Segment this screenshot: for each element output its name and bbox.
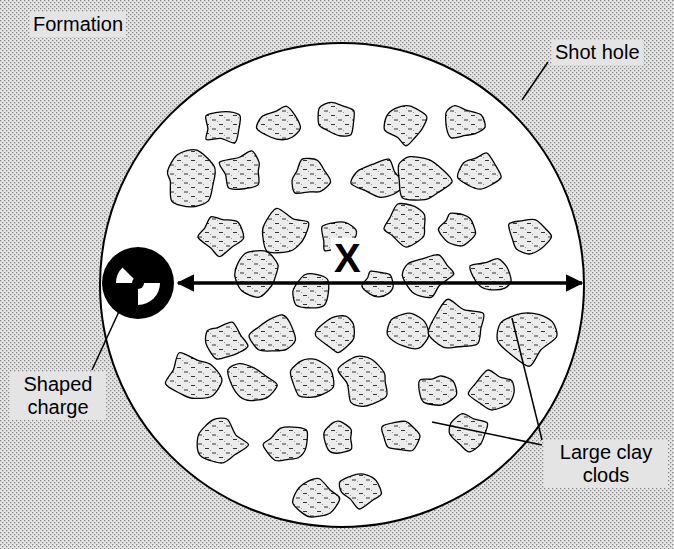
clay-clod [228,364,277,401]
leader-line [92,292,128,370]
clay-clod [324,421,352,453]
clay-clod [257,106,301,140]
clay-clod [263,427,307,461]
clay-clod [384,106,427,146]
clay-clod [262,208,308,252]
clay-clod [235,251,278,298]
clay-clod [351,159,404,197]
part-label: Shot hole [552,40,643,65]
leader-line [512,318,542,440]
shaped-charge-symbol [102,247,174,319]
clay-clod [468,370,514,410]
clay-clod [402,255,454,298]
region-label: Formation [30,12,126,37]
clay-clod [438,213,475,246]
clay-clod [219,151,259,189]
clay-clod [497,313,557,366]
clay-clod [387,313,429,349]
clay-clod [198,217,244,257]
clay-clod [338,356,387,406]
clay-clod [206,112,241,143]
charge-core [132,277,144,289]
clay-clod [293,478,340,517]
clay-clod [249,315,295,351]
clay-clod [419,376,457,405]
clay-clod [398,157,452,201]
clay-clod [315,316,354,353]
clay-clod [428,299,484,348]
shot-hole [100,43,584,527]
charge-case [102,247,174,319]
dimension-arrow [178,281,582,285]
clay-clod [446,106,486,138]
clay-clods [165,102,557,517]
clay-clod [205,322,248,359]
clay-clod [509,219,552,254]
part-label: Large clay clods [544,440,668,488]
clay-clod [318,102,354,136]
clay-clod [167,150,215,207]
clay-clod [165,353,222,399]
leader-line [432,422,542,445]
dimension-label: X [331,238,364,278]
clay-clod [290,359,333,398]
clay-clod [470,259,511,290]
clay-clod [293,274,329,308]
part-label: Shaped charge [10,372,106,420]
clay-clod [339,474,381,509]
clay-clod [197,418,248,463]
clay-clod [384,204,425,248]
leader-line [522,62,548,100]
clay-clod [292,158,331,193]
clay-clod [382,421,420,451]
clay-clod [457,153,501,189]
